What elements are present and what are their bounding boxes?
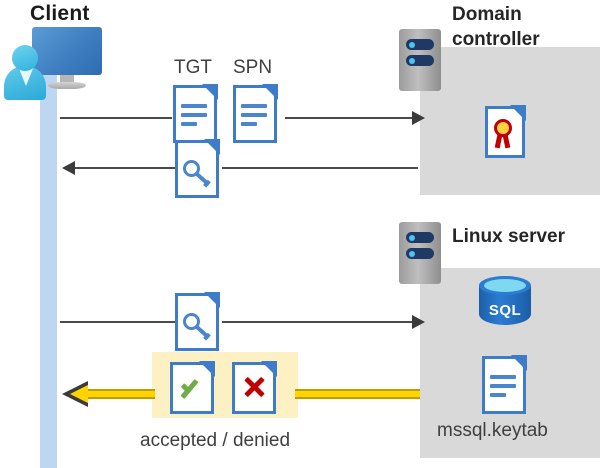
text-line [490, 375, 516, 379]
monitor-neck [60, 75, 74, 84]
denied-document-icon [232, 361, 277, 414]
certificate-document-icon [485, 105, 526, 158]
message-1-line-left [60, 117, 172, 119]
page-fold [202, 84, 218, 100]
ticket-key-document-icon [175, 139, 220, 198]
linux-server-label: Linux server [452, 226, 565, 247]
person-collar [18, 66, 34, 86]
server-led-1 [409, 41, 415, 48]
check-icon [179, 374, 205, 400]
sql-label: SQL [488, 302, 522, 319]
domain-controller-server-icon [399, 29, 441, 91]
page-fold [204, 292, 220, 308]
page-fold [199, 361, 215, 377]
person-head [12, 45, 38, 71]
accepted-denied-label: accepted / denied [140, 430, 291, 451]
message-1-line-right [285, 117, 415, 119]
tgt-label: TGT [174, 57, 212, 78]
message-4-line-left [85, 389, 155, 399]
accepted-document-icon [170, 361, 215, 414]
message-1-arrowhead [412, 111, 425, 125]
page-fold [511, 355, 527, 371]
denied-page [232, 362, 276, 414]
spn-document-icon [233, 84, 278, 143]
text-line [241, 113, 267, 117]
sql-database-icon: SQL [479, 276, 531, 334]
text-line [181, 104, 207, 108]
text-line [241, 104, 267, 108]
page-fold [510, 105, 526, 121]
server-led-1 [409, 234, 415, 241]
server-led-2 [409, 57, 415, 64]
linux-server-server-icon [399, 222, 441, 284]
seal-medal [494, 119, 512, 137]
domain-controller-label-line1: Domain [452, 4, 522, 25]
sql-cylinder-top [479, 276, 531, 295]
server-led-bar-2 [406, 55, 434, 66]
message-4-line-right [295, 389, 420, 399]
monitor-screen [32, 27, 102, 75]
tgt-document-icon [173, 84, 218, 143]
keytab-filename-label: mssql.keytab [437, 420, 548, 441]
monitor-base [48, 82, 86, 89]
message-3-arrowhead [412, 315, 425, 329]
text-line [490, 393, 506, 397]
client-label: Client [30, 2, 90, 25]
text-line [241, 122, 257, 126]
sql-cylinder-top-inner [484, 279, 526, 292]
spn-label: SPN [233, 57, 273, 78]
page-fold [261, 361, 277, 377]
message-3-line-right [222, 321, 415, 323]
message-2-arrowhead [62, 161, 75, 175]
message-2-line-left [75, 167, 175, 169]
server-led-bar-2 [406, 248, 434, 259]
text-line [490, 384, 516, 388]
close-icon [242, 375, 266, 399]
server-led-2 [409, 250, 415, 257]
message-2-line-right [222, 167, 418, 169]
message-4-arrowhead-fill [70, 385, 88, 403]
server-led-bar-1 [406, 232, 434, 243]
domain-controller-label: Domain controller [452, 2, 592, 52]
key-ring [183, 160, 200, 177]
domain-controller-label-line2: controller [452, 29, 540, 50]
page-fold [262, 84, 278, 100]
service-ticket-key-document-icon [175, 292, 220, 351]
text-line [181, 113, 207, 117]
keytab-document-icon [482, 355, 527, 414]
message-3-line-left [60, 321, 175, 323]
page-fold [204, 139, 220, 155]
key-ring [183, 313, 200, 330]
client-lifeline [40, 70, 57, 468]
client-workstation-icon [0, 0, 120, 100]
server-led-bar-1 [406, 39, 434, 50]
text-line [181, 122, 197, 126]
